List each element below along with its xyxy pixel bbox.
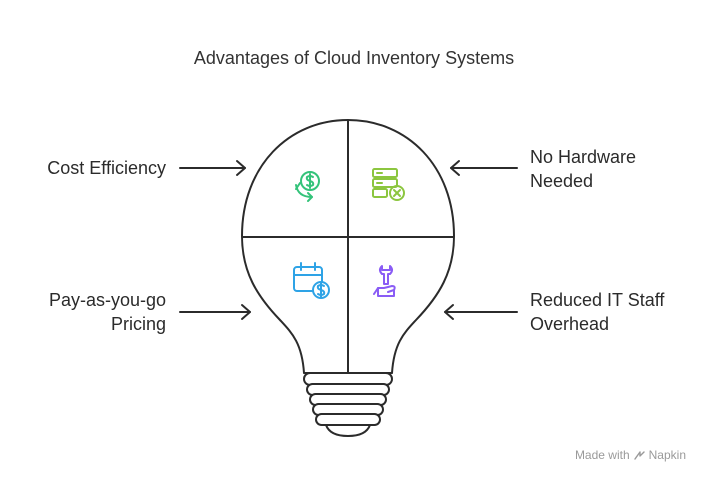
arrow-cost-efficiency (179, 160, 246, 176)
label-line: Cost Efficiency (47, 158, 166, 178)
arrows (179, 160, 518, 320)
label-line: Pay-as-you-go (48, 290, 166, 310)
arrow-pay-as-you-go (179, 304, 251, 320)
diagram-title: Advantages of Cloud Inventory Systems (193, 48, 515, 68)
label-line: Overhead (530, 314, 610, 334)
calendar-dollar-icon (293, 262, 330, 299)
label-line: No Hardware (530, 147, 637, 167)
label-pay-as-you-go: Pay-as-you-go Pricing (49, 288, 166, 336)
label-line: Reduced IT Staff (530, 290, 665, 310)
label-reduced-it-staff: Reduced IT Staff Overhead (530, 288, 664, 336)
server-x-icon (372, 168, 405, 201)
label-cost-efficiency: Cost Efficiency (47, 156, 166, 180)
label-line: Pricing (110, 314, 166, 334)
label-no-hardware: No Hardware Needed (530, 145, 636, 193)
napkin-brand-text: Napkin (648, 448, 686, 462)
arrow-reduced-it-staff (444, 304, 518, 320)
napkin-watermark: Made with Napkin (575, 448, 686, 462)
label-line: Needed (530, 171, 594, 191)
made-with-text: Made with (574, 448, 630, 462)
napkin-logo-icon (633, 450, 645, 460)
dollar-refresh-icon (295, 171, 320, 202)
wrench-hand-icon (373, 265, 396, 297)
bulb-screw-base (303, 372, 393, 438)
arrow-no-hardware (450, 160, 518, 176)
